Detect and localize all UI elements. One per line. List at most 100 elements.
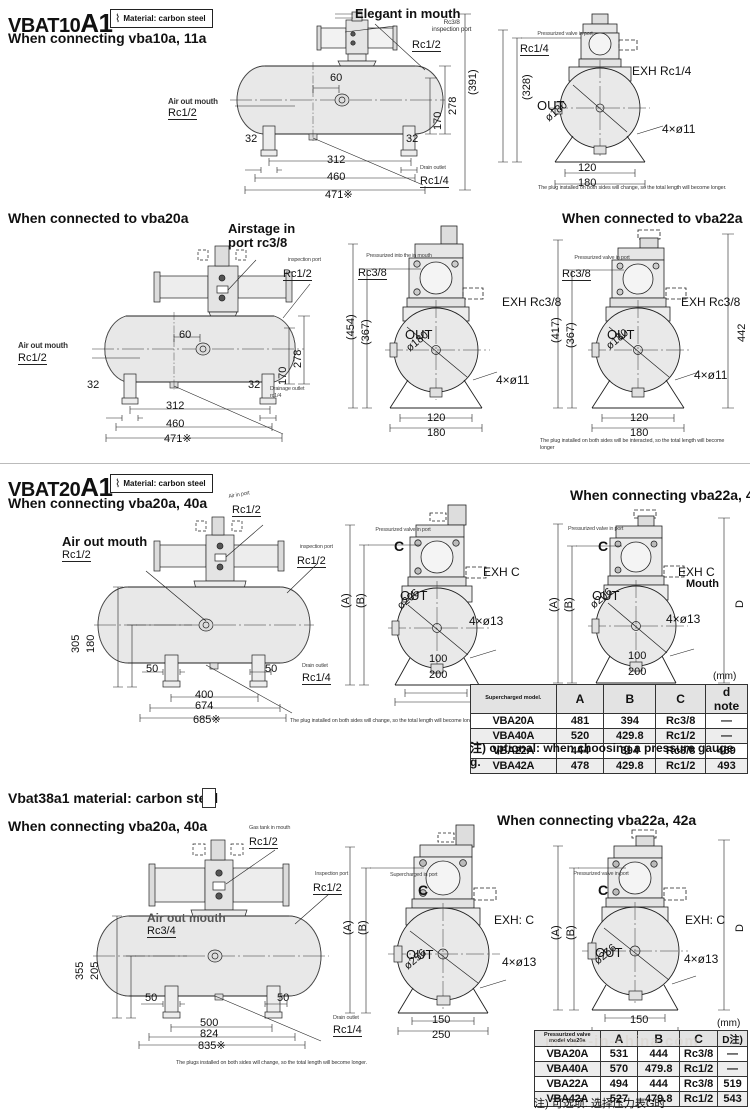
label-air-in-port-s3: Air in port [228,490,251,500]
label-inspection-port-s3: inspection port [300,544,333,550]
label-pressurized-valve-in-port-s1: Pressurized valve in port [537,31,593,37]
drawing-vbat10a1-side [230,11,471,194]
dim-32a-s2: 32 [87,379,100,391]
dim-120-s2: 120 [427,412,446,424]
label-pressurized-valve-in-port-s3r: Pressurized valve in port [568,526,624,532]
cell-model: VBA20A [470,713,557,729]
dim-A-s3r: (A) [548,597,560,612]
dim-170-s1: 170 [432,111,444,130]
label-inspection-port-s2: inspection port [288,257,321,263]
dim-A-s3: (A) [340,593,352,608]
subtitle-vbat10a1-left: When connecting vba10a, 11a [8,30,207,46]
label-air-out-mouth-s1: Air out mouth [168,97,218,106]
label-holes-s1: 4×ø11 [662,122,696,136]
label-holes-s2r: 4×ø11 [694,368,728,382]
cell-b: 444 [637,1046,681,1062]
dim-50a-s4: 50 [145,992,158,1004]
label-gastank-port-s4: Rc1/2 [249,836,278,849]
dim-500-s4: 500 [200,1017,219,1029]
col-header-d: d note [705,684,748,714]
label-air-out-mouth-s3: Air out mouth [62,534,148,549]
table-row: VBA40A 520 429.8 Rc1/2 — [470,728,748,744]
label-pressurized-valve-in-port-s3: Pressurized valve in port [375,527,431,533]
label-drain-outlet-s4: Drain outlet [333,1015,359,1021]
cell-b: 479.8 [637,1091,681,1107]
label-out-s4r: OUT [595,945,623,960]
dim-367b-s2: (367) [565,322,577,348]
drawing-vba22a-front [553,229,734,432]
model-suffix-2: A1 [80,472,113,502]
material-icon: ⌇ [115,13,121,25]
dim-442-s2: 442 [736,323,748,342]
material-label: Material: carbon steel [123,14,206,23]
dim-32b-s2: 32 [248,379,261,391]
label-out-s3: OUT [400,588,428,603]
cell-c: Rc3/8 [679,1076,719,1092]
dim-355-s4: 355 [74,961,86,980]
note-vba22a: The plug installed on both sides will be… [540,438,725,451]
dim-305-s3: 305 [70,634,82,653]
dim-B-s4r: (B) [565,925,577,940]
col-header-c: C [655,684,707,714]
dim-250-line-s4 [397,1027,489,1035]
label-out-s2r: OUT [607,327,635,342]
label-out-s1: OUT [537,98,565,113]
drawing-vba20a-side [92,245,311,442]
section-title-vbat38a1: Vbat38a1 material: carbon steel [8,790,219,806]
dim-328-s1: (328) [521,74,533,100]
dim-200-s3r: 200 [628,666,647,678]
label-exh-s1: EXH Rc1/4 [632,64,692,78]
dim-A-s4r: (A) [550,925,562,940]
cell-c: Rc3/8 [679,1046,719,1062]
drawing-vbat20a1-side [94,516,319,722]
dim-674-s3: 674 [195,700,214,712]
cell-c: Rc3/8 [655,743,707,759]
dim-460-s2: 460 [166,418,185,430]
table-footnote-2: 注) 可选项: 选择压力表G时 [534,1098,666,1110]
dim-835-s4: 835※ [198,1040,226,1052]
dim-312-s2: 312 [166,400,185,412]
subtitle-vbat20a1-left: When connecting vba20a, 40a [8,495,208,511]
cell-d: — [705,713,748,729]
cell-d: 493 [705,758,748,774]
dim-460-s1: 460 [327,171,346,183]
cell-d: 543 [717,1091,748,1107]
cell-d: 469 [705,743,748,759]
label-gastank-in-mouth-s4: Gas tank in mouth [249,825,291,831]
label-inspection-rc12-s3: Rc1/2 [297,555,326,568]
dim-180-s3: 180 [85,634,97,653]
col-header-a: A [555,684,605,714]
table-row: VBA40A 570 479.8 Rc1/2 — [534,1061,748,1077]
cell-model: VBA22A [534,1076,601,1092]
cell-c: Rc1/2 [655,758,707,774]
dim-60-s1: 60 [330,72,343,84]
drawing-vbat38a1-front-right [553,829,730,1022]
model-prefix-2: VBAT20 [8,479,81,501]
cell-b: 429.8 [603,728,657,744]
dim-180-s2r: 180 [630,427,649,439]
cell-b: 394 [603,713,657,729]
label-drain-outlet-s3: Drain outlet [302,663,328,669]
dim-32b-s1: 32 [406,133,419,145]
col-header-c: C [679,1030,719,1047]
dim-50b-s4: 50 [277,992,290,1004]
cell-model: VBA40A [534,1061,601,1077]
units-label-table-1: (mm) [713,671,737,682]
label-exh-s2r: EXH Rc3/8 [681,295,741,309]
material-box-vbat10a1: ⌇ Material: carbon steel [110,9,213,28]
dim-250-s4: 250 [432,1029,451,1041]
label-out-s3r: OUT [592,588,620,603]
material-box-vbat20a1: ⌇ Material: carbon steel [110,474,213,493]
label-air-out-port-s4: Rc3/4 [147,925,176,938]
table-row: VBA42A 478 429.8 Rc1/2 493 [470,758,748,774]
label-exh-s2: EXH Rc3/8 [502,295,562,309]
label-exh-s4r: EXH: C [685,913,726,927]
label-air-out-port-s3: Rc1/2 [62,549,91,562]
dim-400-s3: 400 [195,689,214,701]
label-pressurized-port-C-s4r: C [598,882,609,898]
label-pressurized-port-s1: Rc1/4 [520,43,549,56]
dim-471-s2: 471※ [164,433,192,445]
label-holes-s2: 4×ø11 [496,373,530,387]
table-row: VBA22A 444 394 Rc3/8 469 [470,743,748,759]
col-header-d: D注) [717,1030,748,1047]
